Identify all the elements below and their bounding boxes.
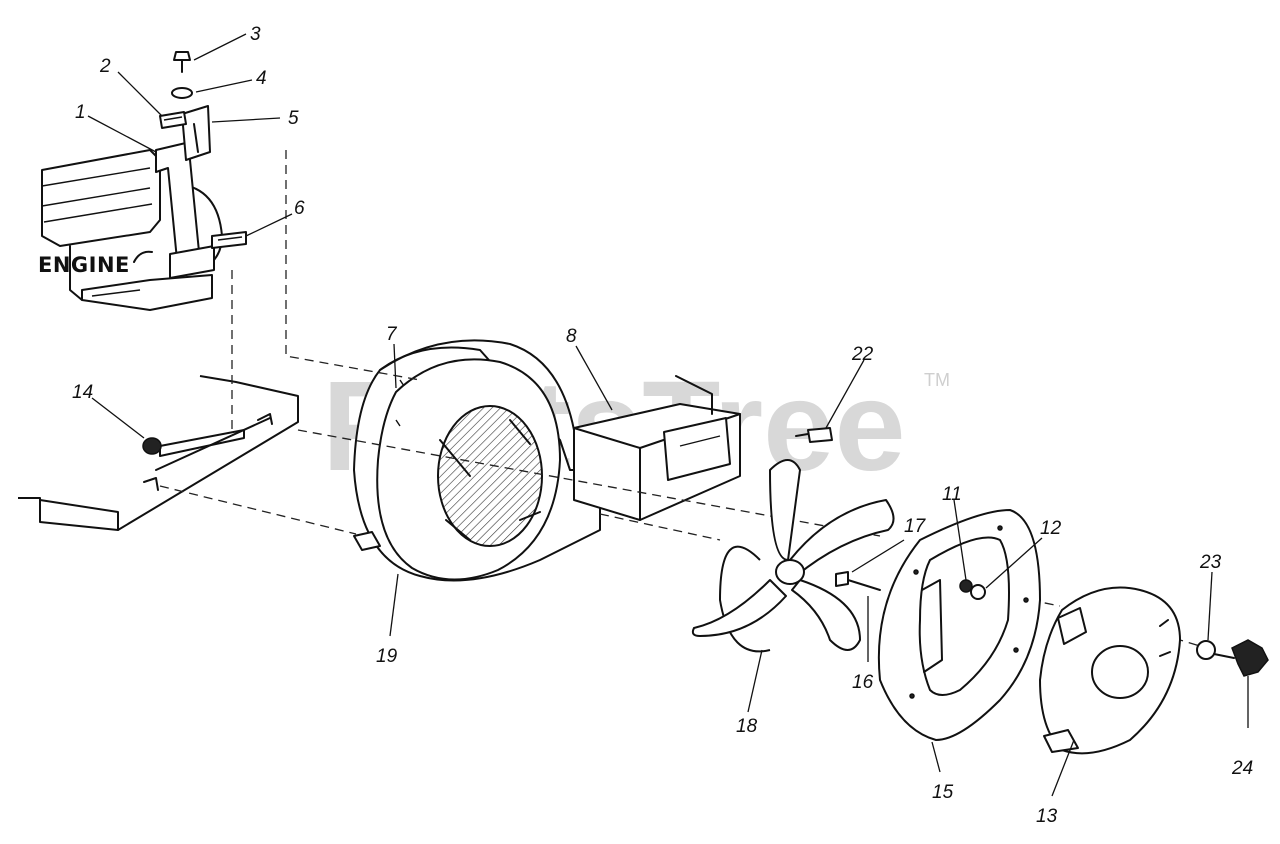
callout-18: 18 <box>736 716 758 737</box>
inlet-cover <box>1039 586 1181 755</box>
callout-3: 3 <box>250 24 261 45</box>
knob-and-washer <box>1196 639 1269 677</box>
callout-23: 23 <box>1199 552 1222 573</box>
callout-12: 12 <box>1040 518 1062 539</box>
callout-6: 6 <box>294 198 305 219</box>
callout-5: 5 <box>288 108 299 129</box>
callout-4: 4 <box>256 68 267 89</box>
mounting-bracket <box>155 51 247 279</box>
callout-19: 19 <box>376 646 398 667</box>
callout-1: 1 <box>75 102 86 123</box>
callouts: 1 2 3 4 5 6 7 8 11 12 13 14 15 16 17 18 … <box>72 24 1253 827</box>
intake-plate <box>877 509 1041 741</box>
callout-2: 2 <box>99 56 111 77</box>
callout-17: 17 <box>904 516 927 537</box>
impeller <box>691 427 895 653</box>
engine: ENGINE <box>38 149 223 311</box>
callout-15: 15 <box>932 782 954 803</box>
blower-housing <box>353 339 601 582</box>
engine-label: ENGINE <box>38 253 130 277</box>
callout-14: 14 <box>72 382 93 403</box>
callout-22: 22 <box>851 344 874 365</box>
callout-24: 24 <box>1231 758 1253 779</box>
callout-11: 11 <box>942 484 962 505</box>
callout-13: 13 <box>1036 806 1058 827</box>
callout-16: 16 <box>852 672 874 693</box>
callout-7: 7 <box>386 324 398 345</box>
watermark-tm: TM <box>924 370 950 390</box>
leader-lines <box>87 33 1249 797</box>
duct-adapter <box>573 375 741 521</box>
callout-8: 8 <box>566 326 577 347</box>
mounting-plate <box>18 270 299 531</box>
